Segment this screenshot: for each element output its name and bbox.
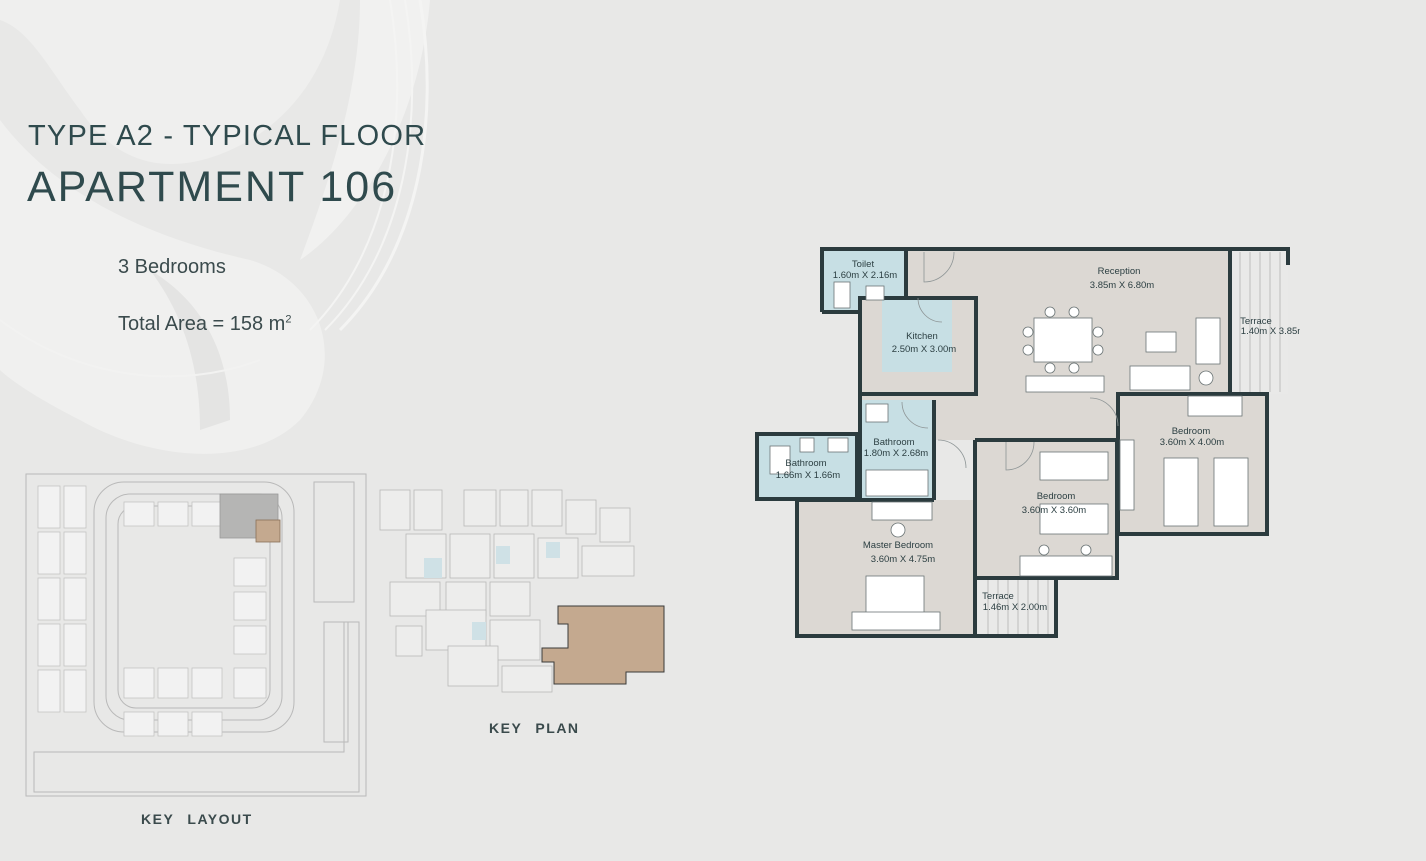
key-layout-caption: KEY LAYOUT [141,811,253,827]
master-bedroom-size: 3.60m X 4.75m [871,554,936,565]
reception-name: Reception [1098,266,1141,277]
bathroom-small-size: 1.66m X 1.66m [776,470,841,481]
master-bedroom-name: Master Bedroom [863,540,933,551]
bathroom-small-name: Bathroom [785,458,826,469]
kitchen-wet-floor [882,300,952,372]
area-unit-superscript: 2 [285,313,292,326]
toilet-name: Toilet [852,259,875,270]
apartment-highlight [255,519,281,543]
bedroom-right-name: Bedroom [1172,426,1211,437]
bathroom-name: Bathroom [873,437,914,448]
kitchen-name: Kitchen [906,331,938,342]
bedrooms-count: 3 Bedrooms [118,256,226,278]
kitchen-size: 2.50m X 3.00m [892,344,957,355]
apartment-floor-plan: Toilet 1.60m X 2.16m Reception 3.85m X 6… [755,247,1300,638]
terrace-small-name: Terrace [982,591,1014,602]
key-plan-caption: KEY PLAN [489,720,580,736]
apartment-106-highlight [541,605,665,685]
bedroom-middle-size: 3.60m X 3.60m [1022,505,1087,516]
terrace-small-floor [978,578,1056,636]
total-area: Total Area = 158 m2 [118,313,291,336]
terrace-small-size: 1.46m X 2.00m [983,602,1048,613]
key-layout-map [25,473,367,797]
toilet-size: 1.60m X 2.16m [833,270,898,281]
room-labels: Toilet 1.60m X 2.16m Reception 3.85m X 6… [776,259,1300,613]
furniture [769,281,1249,631]
bedroom-middle-name: Bedroom [1037,491,1076,502]
reception-size: 3.85m X 6.80m [1090,280,1155,291]
bathroom-size: 1.80m X 2.68m [864,448,929,459]
terrace-size: 1.40m X 3.85m [1241,326,1300,337]
room-floors [757,249,1288,636]
walls [755,247,1290,638]
total-area-text: Total Area = 158 m [118,313,286,335]
page-subtitle: TYPE A2 - TYPICAL FLOOR [28,120,427,152]
terrace-name: Terrace [1240,316,1272,327]
page-title: APARTMENT 106 [27,163,398,211]
key-plan-map [379,489,665,693]
bedroom-right-size: 3.60m X 4.00m [1160,437,1225,448]
